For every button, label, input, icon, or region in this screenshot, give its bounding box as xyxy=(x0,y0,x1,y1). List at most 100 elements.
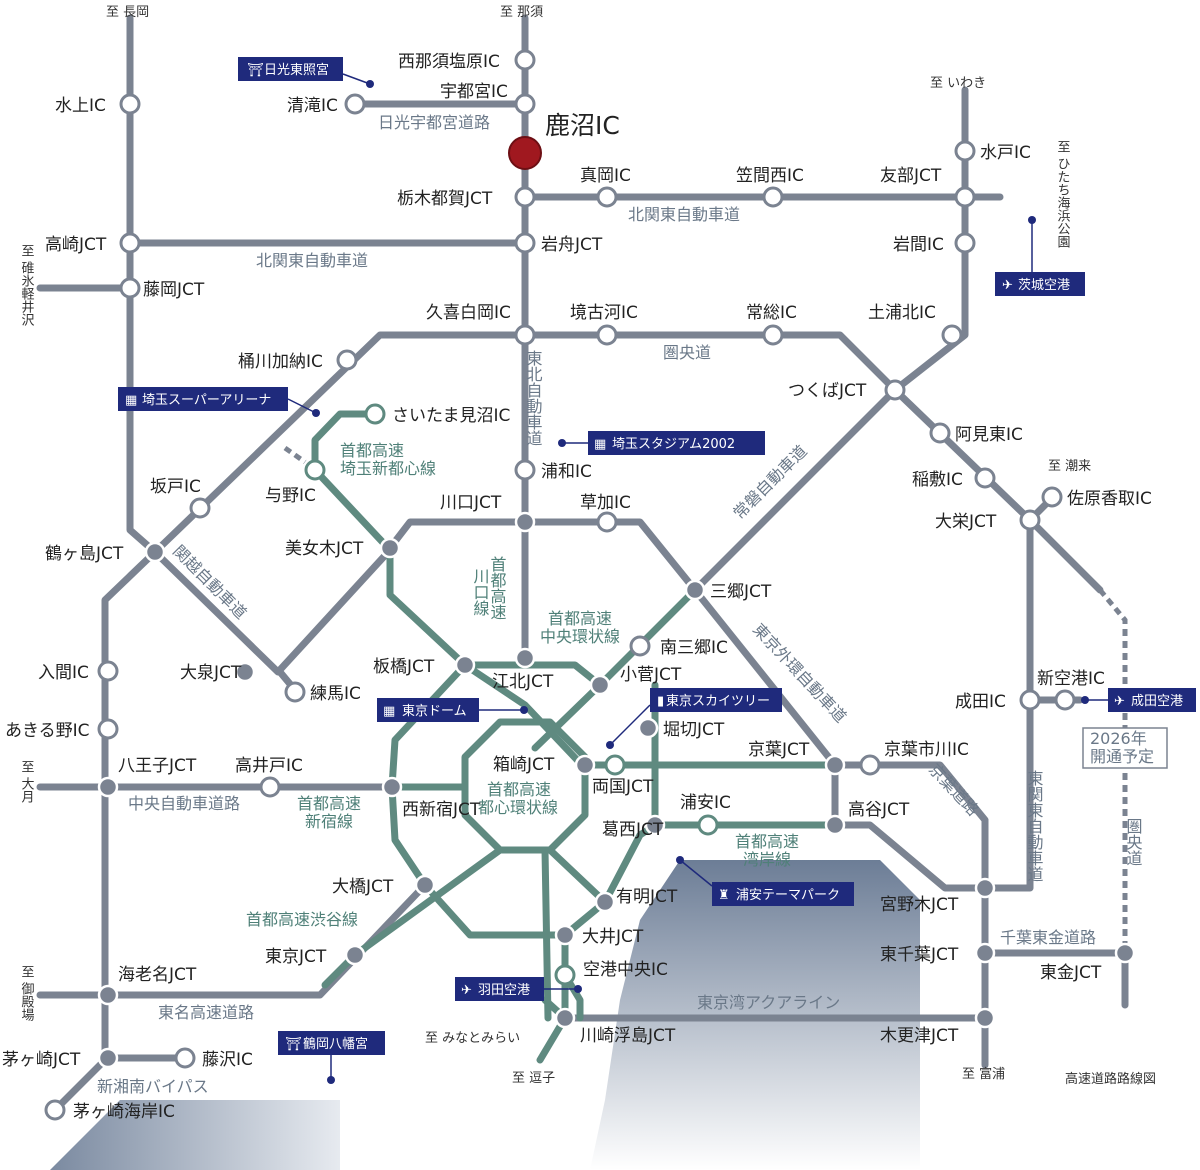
dir-nagaoka: 至 長岡 xyxy=(106,5,149,20)
svg-text:✈: ✈ xyxy=(1002,278,1013,293)
svg-text:坂戸IC: 坂戸IC xyxy=(150,477,201,497)
svg-text:稲敷IC: 稲敷IC xyxy=(912,470,963,490)
svg-text:浦安IC: 浦安IC xyxy=(680,793,731,813)
svg-text:♜: ♜ xyxy=(718,888,730,903)
svg-text:海老名JCT: 海老名JCT xyxy=(118,965,197,985)
landmark-tokyo-dome[interactable]: ▦ 東京ドーム xyxy=(377,698,528,722)
svg-text:東京湾アクアライン: 東京湾アクアライン xyxy=(697,993,840,1012)
map-title: 高速道路路線図 xyxy=(1065,1071,1156,1087)
svg-text:阿見東IC: 阿見東IC xyxy=(955,425,1023,445)
svg-text:入間IC: 入間IC xyxy=(38,663,89,683)
svg-text:東京ドーム: 東京ドーム xyxy=(402,703,467,719)
svg-text:久喜白岡IC: 久喜白岡IC xyxy=(426,303,511,323)
svg-text:水上IC: 水上IC xyxy=(55,96,106,116)
svg-text:土浦北IC: 土浦北IC xyxy=(868,303,936,323)
planned-opening-box: 2026年 開通予定 xyxy=(1082,727,1168,769)
svg-text:高崎JCT: 高崎JCT xyxy=(45,235,107,255)
svg-text:水戸IC: 水戸IC xyxy=(980,143,1031,163)
landmark-theme-park[interactable]: ♜ 浦安テーマパーク xyxy=(676,856,854,906)
landmark-narita-airport[interactable]: ✈ 成田空港 xyxy=(1081,688,1196,712)
svg-text:練馬IC: 練馬IC xyxy=(310,684,361,704)
svg-text:茅ヶ崎海岸IC: 茅ヶ崎海岸IC xyxy=(73,1102,175,1122)
svg-text:大泉JCT: 大泉JCT xyxy=(180,663,242,683)
svg-text:首都高速埼玉新都心線: 首都高速埼玉新都心線 xyxy=(340,441,436,478)
svg-text:高谷JCT: 高谷JCT xyxy=(848,800,910,820)
svg-text:✈: ✈ xyxy=(461,983,472,998)
svg-text:首都高速都心環状線: 首都高速都心環状線 xyxy=(478,780,558,817)
svg-text:▦: ▦ xyxy=(383,704,395,719)
svg-text:浦安テーマパーク: 浦安テーマパーク xyxy=(736,888,840,903)
svg-text:栃木都賀JCT: 栃木都賀JCT xyxy=(397,189,493,209)
svg-text:成田空港: 成田空港 xyxy=(1131,694,1183,709)
dir-nasu: 至 那須 xyxy=(500,5,543,20)
svg-text:常総IC: 常総IC xyxy=(746,303,797,323)
svg-text:草加IC: 草加IC xyxy=(580,493,631,513)
svg-text:桶川加納IC: 桶川加納IC xyxy=(238,352,323,372)
svg-text:あきる野IC: あきる野IC xyxy=(5,721,90,741)
svg-text:大井JCT: 大井JCT xyxy=(582,927,644,947)
svg-text:成田IC: 成田IC xyxy=(955,692,1006,712)
planned-shintoshin xyxy=(283,445,307,465)
svg-text:新空港IC: 新空港IC xyxy=(1037,669,1105,689)
svg-text:西新宿JCT: 西新宿JCT xyxy=(402,800,481,820)
dir-minatomirai: 至 みなとみらい xyxy=(425,1031,520,1046)
svg-text:首都高速新宿線: 首都高速新宿線 xyxy=(297,794,361,831)
svg-text:西那須塩原IC: 西那須塩原IC xyxy=(398,52,500,72)
svg-text:京葉市川IC: 京葉市川IC xyxy=(884,740,969,760)
svg-text:川口JCT: 川口JCT xyxy=(440,493,502,513)
svg-text:東金JCT: 東金JCT xyxy=(1040,963,1102,983)
landmark-ibaraki-airport[interactable]: ✈ 茨城空港 xyxy=(995,216,1085,296)
svg-text:箱崎JCT: 箱崎JCT xyxy=(493,755,555,775)
svg-text:北関東自動車道: 北関東自動車道 xyxy=(256,251,368,270)
svg-text:小菅JCT: 小菅JCT xyxy=(620,665,682,685)
svg-text:藤岡JCT: 藤岡JCT xyxy=(143,280,205,300)
kanuma-ic-label: 鹿沼IC xyxy=(545,111,620,140)
landmark-nikko[interactable]: ⛩ 日光東照宮 xyxy=(238,57,374,88)
svg-text:宮野木JCT: 宮野木JCT xyxy=(880,895,959,915)
svg-text:埼玉スーパーアリーナ: 埼玉スーパーアリーナ xyxy=(142,393,271,408)
svg-text:八王子JCT: 八王子JCT xyxy=(118,756,197,776)
interchange-labels: 西那須塩原IC 宇都宮IC 清滝IC 栃木都賀JCT 真岡IC 笠間西IC 友部… xyxy=(2,52,1152,1122)
dir-iwaki: 至 いわき xyxy=(930,76,986,91)
landmark-super-arena[interactable]: ▦ 埼玉スーパーアリーナ xyxy=(118,387,320,417)
svg-text:東京JCT: 東京JCT xyxy=(265,947,327,967)
svg-text:埼玉スタジアム2002: 埼玉スタジアム2002 xyxy=(612,437,735,452)
svg-text:藤沢IC: 藤沢IC xyxy=(202,1050,253,1070)
dir-otsuki: 至 大月 xyxy=(19,760,35,805)
svg-text:鶴岡八幡宮: 鶴岡八幡宮 xyxy=(303,1036,368,1052)
svg-text:日光宇都宮道路: 日光宇都宮道路 xyxy=(378,113,490,132)
landmark-tsurugaoka[interactable]: ⛩ 鶴岡八幡宮 xyxy=(278,1031,385,1084)
svg-text:日光東照宮: 日光東照宮 xyxy=(264,62,329,78)
svg-text:✈: ✈ xyxy=(1114,694,1125,709)
svg-text:東名高速道路: 東名高速道路 xyxy=(158,1003,254,1022)
svg-text:堀切JCT: 堀切JCT xyxy=(663,720,725,740)
svg-text:両国JCT: 両国JCT xyxy=(592,777,654,797)
svg-text:有明JCT: 有明JCT xyxy=(616,887,678,907)
sagami-bay xyxy=(50,1100,340,1170)
svg-text:岩間IC: 岩間IC xyxy=(893,235,944,255)
svg-text:境古河IC: 境古河IC xyxy=(570,303,638,323)
svg-text:与野IC: 与野IC xyxy=(265,486,316,506)
svg-text:東京スカイツリー: 東京スカイツリー xyxy=(666,693,770,709)
svg-text:圏央道: 圏央道 xyxy=(1124,818,1143,866)
svg-text:川崎浮島JCT: 川崎浮島JCT xyxy=(580,1026,676,1046)
svg-text:新湘南バイパス: 新湘南バイパス xyxy=(97,1077,209,1096)
landmark-haneda[interactable]: ✈ 羽田空港 xyxy=(455,977,582,1001)
svg-text:茨城空港: 茨城空港 xyxy=(1018,278,1070,293)
landmark-skytree[interactable]: ▮ 東京スカイツリー xyxy=(606,688,782,749)
dir-zushi: 至 逗子 xyxy=(512,1071,555,1086)
svg-text:宇都宮IC: 宇都宮IC xyxy=(440,82,508,102)
kanuma-ic-marker[interactable] xyxy=(508,136,542,170)
svg-text:2026年: 2026年 xyxy=(1090,729,1147,748)
svg-text:笠間西IC: 笠間西IC xyxy=(736,166,804,186)
svg-text:江北JCT: 江北JCT xyxy=(492,672,554,692)
landmark-stadium[interactable]: ▦ 埼玉スタジアム2002 xyxy=(558,431,765,455)
svg-text:開通予定: 開通予定 xyxy=(1090,747,1154,766)
svg-text:首都高速: 首都高速 xyxy=(488,556,507,620)
svg-text:鶴ヶ島JCT: 鶴ヶ島JCT xyxy=(45,544,124,564)
dir-hitachi: 至 ひたち海浜公園 xyxy=(1055,140,1071,249)
svg-text:▦: ▦ xyxy=(594,437,606,452)
dir-shiomaki: 至 潮来 xyxy=(1048,459,1091,474)
svg-text:京葉道路: 京葉道路 xyxy=(925,760,983,820)
